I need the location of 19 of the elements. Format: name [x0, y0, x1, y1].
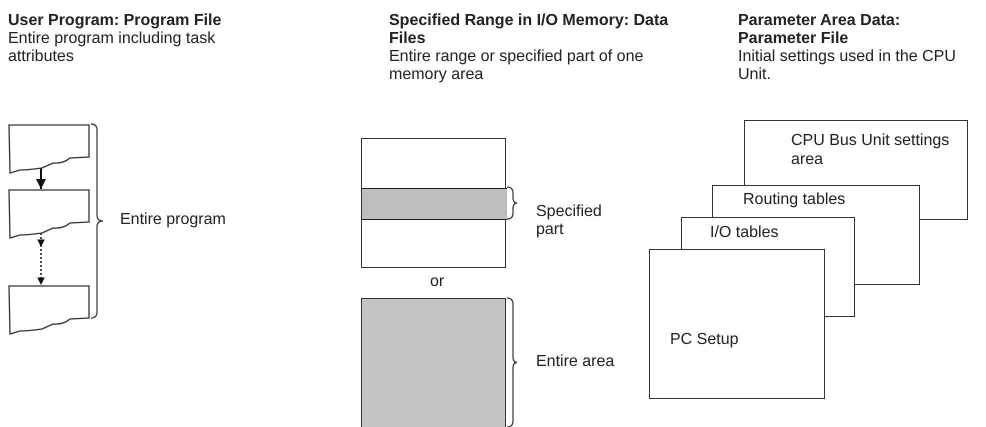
description-text: Entire program including task attributes — [8, 30, 216, 66]
flow-arrow — [36, 168, 46, 189]
entire-memory-area-box — [361, 298, 506, 427]
program-block — [8, 124, 90, 174]
specified-part-band — [362, 188, 507, 220]
column-heading: Parameter Area Data: Parameter File — [738, 12, 902, 48]
brace-label: Specified part — [536, 203, 603, 239]
brace-label: Entire area — [536, 353, 616, 371]
description-text: Initial settings used in the CPU Unit. — [738, 48, 957, 84]
description-text: Entire range or specified part of one memory area — [389, 48, 644, 84]
brace-label: Entire program — [120, 211, 227, 229]
separator-text: or — [430, 273, 446, 291]
program-block — [8, 189, 90, 239]
parameter-sheet: PC Setup — [649, 249, 825, 399]
program-block — [8, 285, 90, 335]
column-heading: Specified Range in I/O Memory: Data Files — [389, 12, 670, 48]
memory-area-box — [361, 138, 506, 268]
flow-arrow — [38, 233, 45, 285]
column-heading: User Program: Program File — [8, 12, 222, 30]
